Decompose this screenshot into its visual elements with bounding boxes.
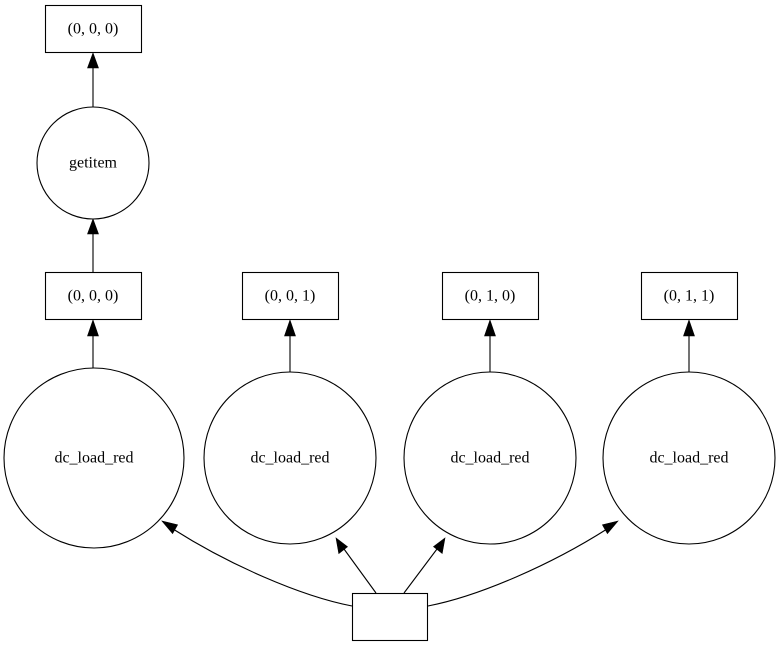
edge-line [403,548,438,594]
node-label: dc_load_red [250,450,329,467]
edge-line [427,528,608,607]
arrow-head-icon [161,520,179,535]
edge-circle1-to-databox1 [284,319,296,372]
node-label: (0, 1, 1) [664,288,715,305]
arrow-head-icon [284,319,296,337]
node-label: dc_load_red [450,450,529,467]
node-getitem-op[interactable]: getitem [36,106,150,220]
arrow-head-icon [87,319,99,337]
node-source-box[interactable] [351,592,429,642]
box-shape [241,271,340,321]
node-output-box-top[interactable]: (0, 0, 0) [44,4,143,54]
node-data-box-1[interactable]: (0, 0, 1) [241,271,340,321]
arrow-head-icon [335,537,348,555]
node-label: (0, 0, 1) [265,288,316,305]
node-data-box-0[interactable]: (0, 0, 0) [44,271,143,321]
node-label: dc_load_red [54,450,133,467]
box-shape [44,4,143,54]
node-data-box-2[interactable]: (0, 1, 0) [441,271,540,321]
node-op-circle-0[interactable]: dc_load_red [3,367,185,549]
box-shape [640,271,739,321]
node-label: getitem [69,155,118,172]
node-label: dc_load_red [649,450,728,467]
node-op-circle-2[interactable]: dc_load_red [403,371,577,545]
edge-source-to-circle1 [335,537,377,594]
arrow-head-icon [433,537,446,555]
edge-circle2-to-databox2 [484,319,496,372]
edge-circle0-to-databox0 [87,319,99,368]
edge-line [343,548,377,594]
arrow-head-icon [484,319,496,337]
node-label: (0, 1, 0) [465,288,516,305]
circle-shape [203,371,377,545]
arrow-head-icon [87,218,99,235]
box-shape [441,271,540,321]
node-op-circle-1[interactable]: dc_load_red [203,371,377,545]
node-label: (0, 0, 0) [68,21,119,38]
arrow-head-icon [601,520,619,535]
edge-line [172,528,353,607]
edge-source-to-circle3 [427,520,619,607]
arrow-head-icon [683,319,695,337]
node-op-circle-3[interactable]: dc_load_red [602,371,776,545]
node-label: (0, 0, 0) [68,288,119,305]
edge-getitem-to-output-box [87,52,99,107]
circle-shape [36,106,150,220]
box-shape [44,271,143,321]
box-shape [351,592,429,642]
edge-source-to-circle0 [161,520,353,607]
circle-shape [602,371,776,545]
node-data-box-3[interactable]: (0, 1, 1) [640,271,739,321]
circle-shape [403,371,577,545]
edge-circle3-to-databox3 [683,319,695,372]
edge-source-to-circle2 [403,537,446,594]
circle-shape [3,367,185,549]
arrow-head-icon [87,52,99,69]
edge-databox0-to-getitem [87,218,99,272]
